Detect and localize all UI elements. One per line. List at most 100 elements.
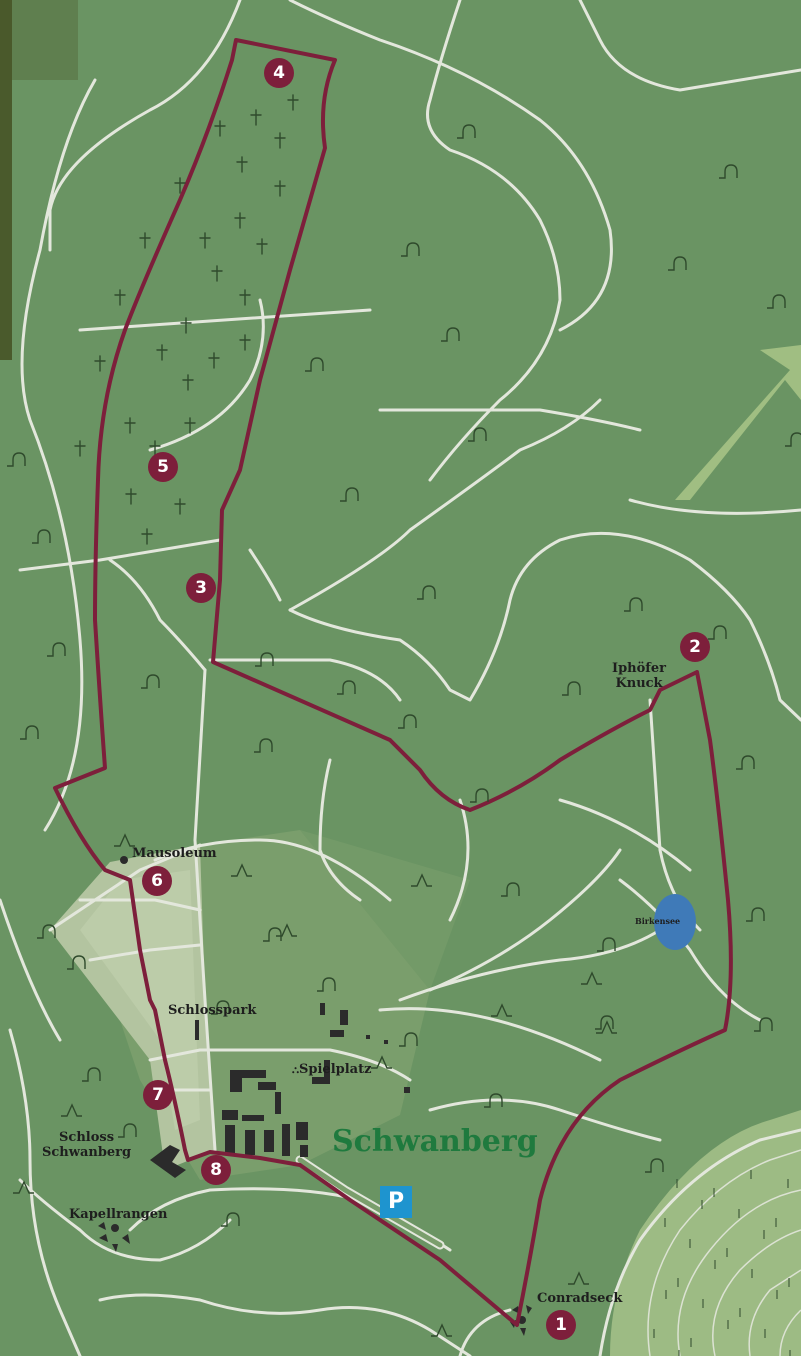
deciduous-tree-icon xyxy=(719,164,738,179)
cemetery-cross-icon xyxy=(274,132,286,149)
route-marker-3[interactable]: 3 xyxy=(186,573,216,603)
birkensee-label: Birkensee xyxy=(635,916,681,926)
schloss-line-2: Schwanberg xyxy=(42,1145,132,1160)
cemetery-cross-icon xyxy=(234,212,246,229)
cemetery-cross-icon xyxy=(211,265,223,282)
cemetery-cross-icon xyxy=(180,317,192,334)
birkensee-lake xyxy=(654,894,696,950)
deciduous-tree-icon xyxy=(668,256,687,271)
deciduous-tree-icon xyxy=(340,487,359,502)
route-marker-7[interactable]: 7 xyxy=(143,1080,173,1110)
deciduous-tree-icon xyxy=(470,788,489,803)
deciduous-tree-icon xyxy=(468,427,487,442)
conifer-tree-icon xyxy=(581,971,602,985)
conradseck-label: Conradseck xyxy=(537,1291,623,1306)
deciduous-tree-icon xyxy=(32,529,51,544)
deciduous-tree-icon xyxy=(595,1015,614,1030)
deciduous-tree-icon xyxy=(399,1032,418,1047)
deciduous-tree-icon xyxy=(746,907,765,922)
conifer-tree-icon xyxy=(13,1180,34,1194)
deciduous-tree-icon xyxy=(785,432,801,447)
route-marker-8[interactable]: 8 xyxy=(201,1155,231,1185)
deciduous-tree-icon xyxy=(484,1093,503,1108)
cemetery-cross-icon xyxy=(182,374,194,391)
deciduous-tree-icon xyxy=(7,452,26,467)
cemetery-cross-icon xyxy=(114,289,126,306)
cemetery-cross-icon xyxy=(94,355,106,372)
iphoefer-knuck-line-2: Knuck xyxy=(615,676,663,691)
deciduous-tree-icon xyxy=(221,1212,240,1227)
conifer-tree-icon xyxy=(231,863,252,877)
cemetery-cross-icon xyxy=(141,528,153,545)
deciduous-tree-icon xyxy=(305,357,324,372)
deciduous-tree-icon xyxy=(645,1158,664,1173)
deciduous-tree-icon xyxy=(82,1067,101,1082)
cemetery-cross-icon xyxy=(124,417,136,434)
deciduous-tree-icon xyxy=(562,681,581,696)
iphoefer-knuck-line-1: Iphöfer xyxy=(612,661,667,676)
schloss-line-1: Schloss xyxy=(59,1130,115,1145)
deciduous-tree-icon xyxy=(457,124,476,139)
deciduous-tree-icon xyxy=(20,725,39,740)
route-marker-1[interactable]: 1 xyxy=(546,1310,576,1340)
schloss-schwanberg-label: Schloss Schwanberg xyxy=(42,1130,131,1160)
parking-icon[interactable]: P xyxy=(387,1189,405,1214)
route-marker-4[interactable]: 4 xyxy=(264,58,294,88)
deciduous-tree-icon xyxy=(255,652,274,667)
route-marker-6[interactable]: 6 xyxy=(142,866,172,896)
town-label-schwanberg: Schwanberg xyxy=(332,1124,538,1159)
cemetery-cross-icon xyxy=(74,440,86,457)
cemetery-cross-icon xyxy=(208,352,220,369)
cemetery-cross-icon xyxy=(174,177,186,194)
schlosspark-label: Schlosspark xyxy=(168,1003,257,1018)
cemetery-cross-icon xyxy=(287,94,299,111)
cemetery-cross-icon xyxy=(236,156,248,173)
cemetery-cross-icon xyxy=(239,334,251,351)
vineyard-area xyxy=(610,1110,801,1356)
conifer-tree-icon xyxy=(276,923,297,937)
mausoleum-label: Mausoleum xyxy=(132,846,217,861)
deciduous-tree-icon xyxy=(401,242,420,257)
deciduous-tree-icon xyxy=(398,714,417,729)
conifer-tree-icon xyxy=(596,1020,617,1034)
deciduous-tree-icon xyxy=(441,327,460,342)
route-marker-2[interactable]: 2 xyxy=(680,632,710,662)
conifer-tree-icon xyxy=(491,1003,512,1017)
deciduous-tree-icon xyxy=(597,937,616,952)
deciduous-tree-icon xyxy=(624,597,643,612)
mausoleum-point xyxy=(120,856,128,864)
hiking-route xyxy=(53,38,733,1327)
cemetery-cross-icon xyxy=(256,238,268,255)
cemetery-cross-icon xyxy=(274,180,286,197)
conifer-tree-icon xyxy=(114,833,135,847)
deciduous-tree-icon xyxy=(141,674,160,689)
route-marker-5[interactable]: 5 xyxy=(148,452,178,482)
deciduous-tree-icon xyxy=(417,585,436,600)
conifer-tree-icon xyxy=(431,1323,452,1337)
photo-strip xyxy=(0,0,12,360)
deciduous-tree-icon xyxy=(708,625,727,640)
iphoefer-knuck-label: Iphöfer Knuck xyxy=(612,661,666,691)
schlosspark-inner xyxy=(80,870,200,1130)
conifer-tree-icon xyxy=(371,1055,392,1069)
cemetery-cross-icon xyxy=(239,289,251,306)
deciduous-tree-icon xyxy=(501,882,520,897)
buildings xyxy=(150,1003,410,1178)
vineyard-rows xyxy=(647,1149,801,1356)
cemetery-cross-icon xyxy=(184,417,196,434)
parking-square xyxy=(380,1186,412,1218)
conifer-tree-icon xyxy=(61,1103,82,1117)
spielplatz-text: Spielplatz xyxy=(299,1062,372,1077)
viewpoint-icon-kapellrangen xyxy=(98,1222,130,1252)
direction-arrow-icon xyxy=(675,345,801,500)
photo-strip-edge xyxy=(0,0,78,80)
open-land-area-east xyxy=(300,830,470,990)
conifer-tree-icon xyxy=(568,1271,589,1285)
deciduous-tree-icon xyxy=(211,1000,230,1015)
conifer-tree-icon xyxy=(411,873,432,887)
deciduous-tree-icon xyxy=(754,1017,773,1032)
deciduous-tree-icon xyxy=(118,1123,137,1138)
deciduous-tree-icon xyxy=(67,955,86,970)
cemetery-cross-icon xyxy=(214,120,226,137)
